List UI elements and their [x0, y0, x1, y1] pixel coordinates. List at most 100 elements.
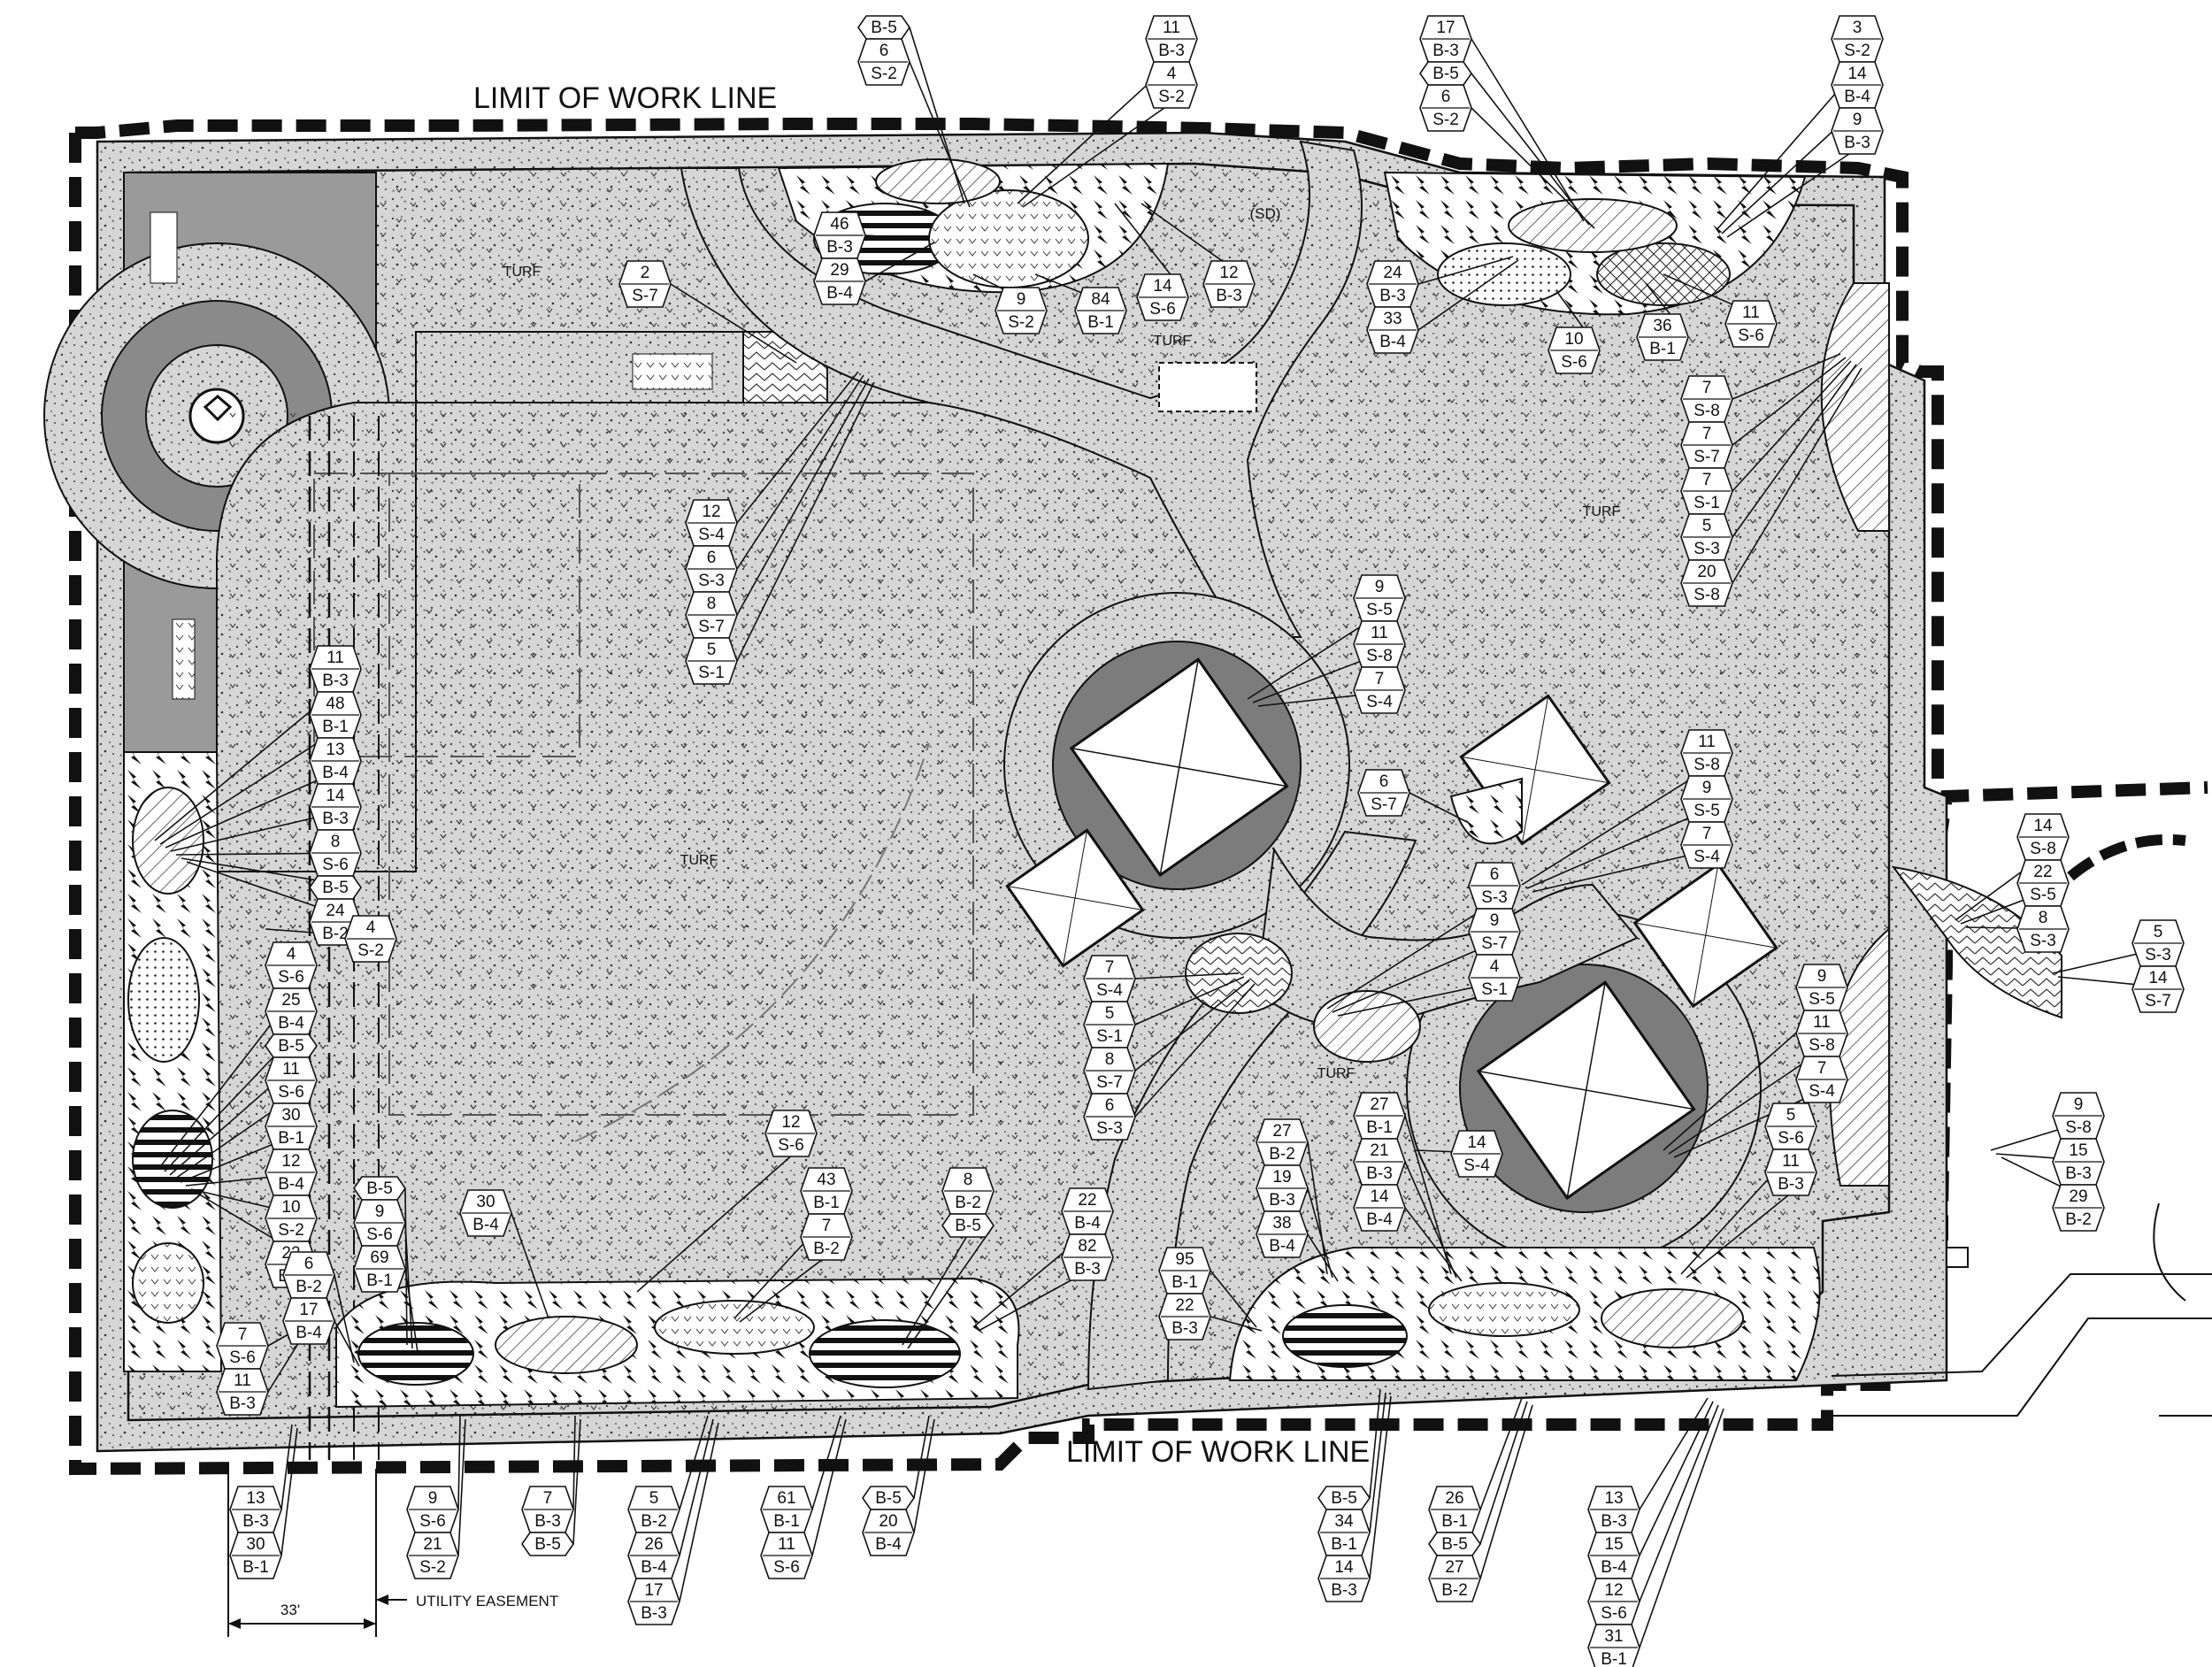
callout-tag-quantity: 22: [2033, 863, 2052, 881]
callout-leader-line: [1417, 259, 1519, 331]
callout-tag-code: B-1: [1331, 1535, 1357, 1554]
callout-leader-line: [1639, 1408, 1724, 1648]
callout-tag-quantity: 6: [1490, 865, 1500, 884]
callout-tag-code: S-4: [1096, 981, 1123, 1000]
callout-leader-line: [404, 1268, 419, 1353]
callout-tag-quantity: 7: [1702, 471, 1712, 489]
callout-tag-quantity: 6: [1441, 88, 1451, 106]
callout-tag-code: S-8: [2030, 840, 2056, 858]
callout-tag-quantity: 9: [1702, 779, 1712, 797]
callout-tag-quantity: 14: [2148, 969, 2168, 987]
callout-tag-quantity: 8: [964, 1171, 973, 1189]
callout-tag-code: S-8: [1809, 1036, 1835, 1055]
callout-tag-quantity: 7: [543, 1489, 553, 1508]
callout-leader-line: [1307, 1187, 1333, 1279]
callout-tag-quantity: 15: [2069, 1141, 2087, 1160]
callout-tag-code: B-4: [1074, 1214, 1101, 1233]
callout-group-g9: 12B-3: [1202, 260, 1256, 308]
callout-tag-quantity: 48: [326, 695, 344, 713]
callout-tag-code: B-3: [229, 1394, 256, 1413]
callout-tag-code: S-6: [1561, 353, 1587, 372]
callout-tag-code: B-3: [1269, 1191, 1295, 1210]
callout-tag-quantity: 11: [1163, 19, 1180, 37]
callout-tag-code: S-1: [1096, 1027, 1123, 1046]
callout-leader-line: [334, 1320, 360, 1367]
callout-tag-code: S-2: [1158, 88, 1185, 106]
callout-tag-code: S-6: [1778, 1129, 1804, 1148]
turf-label-3: TURF: [1583, 504, 1621, 519]
callout-tag-code: S-2: [419, 1558, 446, 1577]
callout-tag-code: S-6: [229, 1348, 256, 1367]
callout-tag-code: S-5: [2030, 886, 2056, 904]
callout-tag-quantity: 15: [1604, 1535, 1623, 1554]
callout-tag-code: S-3: [1694, 540, 1720, 558]
callout-tag-code: B-2: [955, 1194, 981, 1212]
callout-leader-line: [670, 283, 797, 364]
callout-tag-code: B-3: [322, 810, 349, 828]
callout-tag-code: B-3: [1074, 1260, 1101, 1279]
callout-tag-quantity: 5: [2154, 923, 2163, 941]
callout-tag-code: B-2: [322, 925, 349, 943]
callout-leader-line: [864, 242, 935, 282]
callout-tag-code: B-2: [2065, 1210, 2092, 1229]
callout-tag-code: S-3: [1481, 888, 1508, 907]
callout-tag-code: S-2: [1432, 111, 1459, 129]
callout-tag-code: B-4: [296, 1324, 322, 1342]
callout-leader-line: [280, 1424, 293, 1510]
callout-tag-quantity: 24: [326, 902, 345, 920]
callout-tag-quantity: 4: [1167, 65, 1177, 83]
callout-group-g13: 36B-1: [1636, 313, 1689, 361]
callout-tag-code: S-8: [1694, 402, 1720, 420]
callout-leader-line: [907, 1225, 995, 1349]
callout-tag-quantity: 13: [326, 741, 344, 759]
callout-tag-quantity: 9: [1490, 911, 1500, 930]
callout-tag-code: B-3: [1601, 1512, 1627, 1531]
callout-tag-code: B-3: [242, 1512, 269, 1531]
callout-leader-line: [913, 1415, 930, 1499]
callout-tag-code: B-3: [534, 1512, 561, 1531]
callout-group-g3: 17B-3B-56S-2: [1419, 15, 1472, 132]
plan-labels: LIMIT OF WORK LINE LIMIT OF WORK LINE UT…: [280, 81, 1621, 1618]
callout-tag-quantity: 5: [1786, 1106, 1796, 1125]
callout-leader-line: [1210, 1270, 1257, 1328]
callout-tag-code: B-1: [813, 1194, 840, 1212]
callout-tag-quantity: 17: [299, 1301, 318, 1319]
callout-leader-line: [1732, 353, 1841, 400]
callout-tag-quantity: 5: [649, 1489, 659, 1508]
callout-tag-quantity: 27: [1272, 1122, 1291, 1141]
callout-tag-quantity: 7: [1105, 958, 1115, 977]
callout-tag-quantity: 3: [1853, 19, 1863, 37]
callout-tag-quantity: 14: [1370, 1187, 1389, 1206]
callout-group-g6: 9S-2: [995, 287, 1048, 334]
callout-tag-quantity: 9: [428, 1489, 438, 1508]
callout-tag-code: B-4: [1379, 333, 1406, 351]
callout-tag-hexagon: [521, 1532, 574, 1556]
callout-tag-quantity: 30: [246, 1535, 265, 1554]
callout-tag-code: S-7: [1694, 448, 1720, 466]
callout-tag-quantity: 9: [1817, 967, 1827, 986]
callout-tag-code: S-4: [1463, 1156, 1490, 1175]
callout-tag-quantity: 36: [1653, 317, 1671, 335]
callout-tag-code: B-2: [641, 1512, 667, 1531]
callout-tag-quantity: 6: [707, 549, 717, 567]
callout-tag-quantity: 11: [282, 1060, 300, 1079]
callout-leader-line: [1404, 1207, 1463, 1282]
callout-tag-quantity: 8: [331, 833, 341, 851]
callout-leader-line: [909, 61, 971, 208]
callout-tag-code: S-1: [1694, 494, 1720, 512]
callout-tag-code: B-1: [322, 718, 349, 736]
turf-label-4: TURF: [680, 853, 718, 868]
callout-tag-code: B-2: [1269, 1145, 1295, 1164]
callout-leader-line: [1369, 1392, 1386, 1533]
